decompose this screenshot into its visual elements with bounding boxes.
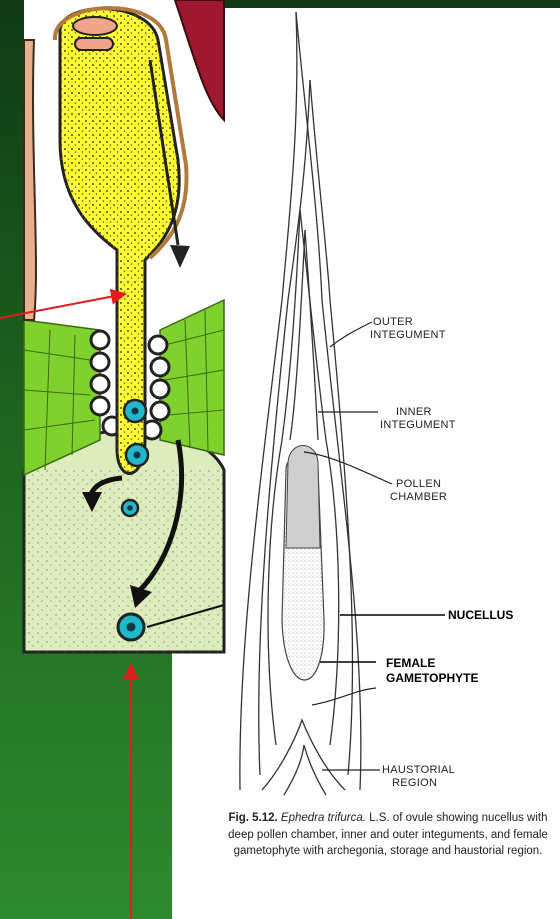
label-outer-integument: OUTER INTEGUMENT [370,316,446,342]
label-leader-lines [304,322,445,770]
label-pollen-chamber: POLLEN CHAMBER [390,478,447,504]
label-female-gametophyte: FEMALE GAMETOPHYTE [386,656,478,686]
label-inner-line1: INNER [380,406,456,419]
pollen-tube-illustration [24,0,224,652]
label-inner-line2: INTEGUMENT [380,419,456,432]
pollen-chamber-body [286,446,320,549]
figure-caption: Fig. 5.12. Ephedra trifurca. L.S. of ovu… [216,810,560,860]
label-female-line1: FEMALE [386,656,478,671]
label-haustorial-region: HAUSTORIAL REGION [382,764,455,790]
label-pollen-line1: POLLEN [390,478,447,491]
label-outer-line2: INTEGUMENT [370,329,446,342]
label-pollen-line2: CHAMBER [390,491,447,504]
caption-species: Ephedra trifurca. [281,812,366,824]
label-inner-integument: INNER INTEGUMENT [380,406,456,432]
label-haustorial-line1: HAUSTORIAL [382,764,455,777]
label-haustorial-line2: REGION [382,777,455,790]
caption-fig-number: Fig. 5.12. [229,812,278,824]
label-nucellus: NUCELLUS [448,608,513,623]
label-female-line2: GAMETOPHYTE [386,671,478,686]
label-outer-line1: OUTER [370,316,446,329]
